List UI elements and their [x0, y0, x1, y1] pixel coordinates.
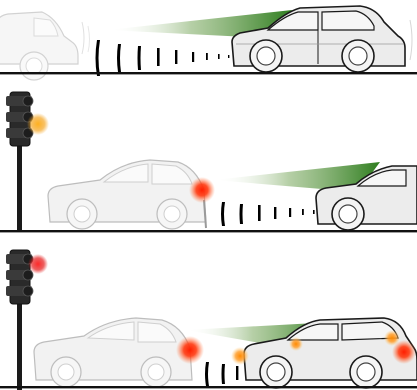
scene-amber-signal — [0, 92, 417, 232]
scene-red-signal — [0, 250, 417, 390]
distance-wave-marks — [96, 40, 230, 76]
braking-car-ghost — [48, 160, 215, 229]
signal-lamp-red — [28, 254, 48, 274]
ground-line — [0, 386, 417, 388]
brake-light-glow — [189, 177, 215, 203]
traffic-signal-amber — [6, 92, 49, 232]
scene-following-distance — [0, 6, 417, 80]
hazard-light-side — [289, 337, 303, 351]
braking-car-ghost — [34, 318, 204, 387]
distance-wave-marks — [205, 362, 248, 386]
signal-lamp-amber — [27, 113, 49, 135]
distance-wave-marks — [221, 202, 315, 226]
ground-line — [0, 72, 417, 74]
brake-light-glow-front — [392, 340, 416, 364]
brake-light-glow — [176, 336, 204, 364]
hazard-light-rear — [231, 347, 249, 365]
rear-car-ghost — [0, 12, 90, 80]
ground-line — [0, 230, 417, 232]
